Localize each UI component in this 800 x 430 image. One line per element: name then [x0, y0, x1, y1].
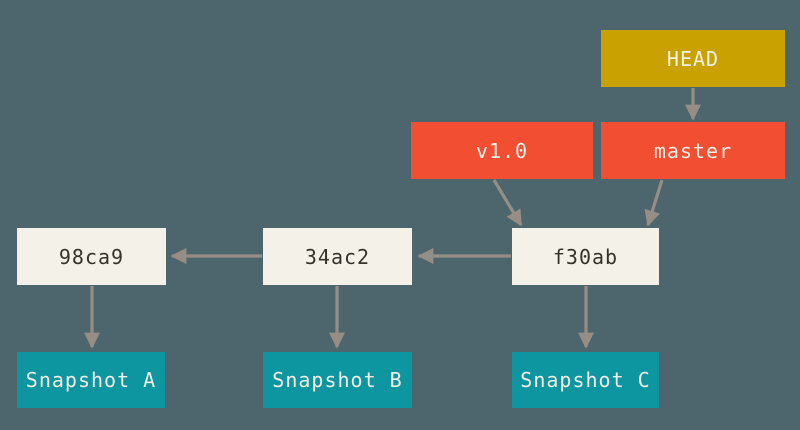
snapshot-node-snap_b: Snapshot B: [263, 352, 412, 408]
arrow-v1_0-to-f30ab: [492, 179, 523, 227]
tag-node-v1_0: v1.0: [411, 122, 593, 179]
snapshot-node-snap_c: Snapshot C: [512, 352, 659, 408]
commit-node-f30ab: f30ab: [512, 228, 659, 285]
commit-node-98ca9: 98ca9: [17, 228, 166, 285]
arrow-master-to-f30ab: [644, 179, 664, 227]
branch-node-master: master: [601, 122, 785, 179]
head-pointer-node-head: HEAD: [601, 30, 785, 87]
commit-node-34ac2: 34ac2: [263, 228, 412, 285]
snapshot-node-snap_a: Snapshot A: [17, 352, 165, 408]
